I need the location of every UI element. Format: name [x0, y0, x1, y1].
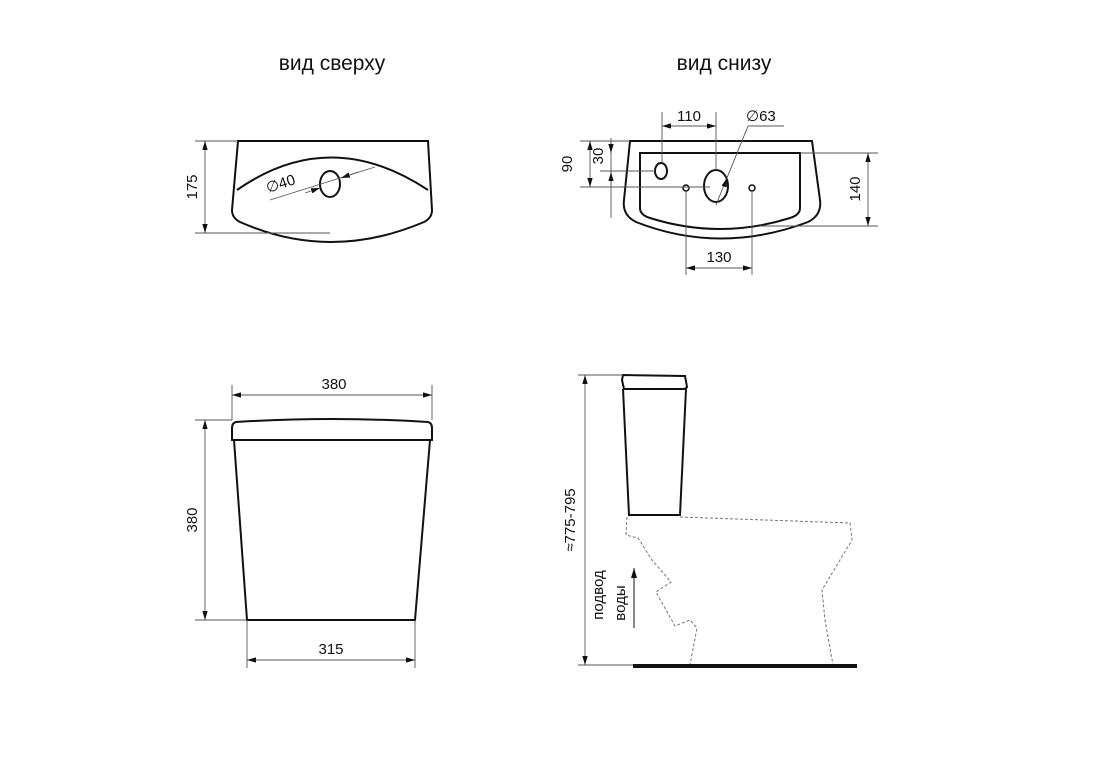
bolt-hole-right [748, 184, 756, 192]
dim-130-label: 130 [706, 249, 731, 266]
bottom-view-inner [639, 152, 801, 230]
dim-110-label: 110 [677, 108, 701, 125]
bottom-view-outline [622, 140, 822, 240]
tank-body [233, 439, 431, 621]
dim-30-label: 30 [590, 148, 607, 165]
title-bottom-view: вид снизу [677, 52, 772, 75]
inlet-hole [654, 162, 668, 180]
dim-top-width-label: 380 [321, 376, 346, 393]
title-top-view: вид сверху [279, 52, 386, 75]
toilet-bowl-outline [625, 516, 853, 666]
bottom-view: 110 ∅63 90 30 140 130 [559, 108, 878, 275]
water-inlet-label-line1: подвод [590, 570, 607, 620]
side-view: ≈775-795 подвод воды [562, 373, 857, 668]
bolt-hole-left [682, 184, 690, 192]
top-view-inner-arc [236, 156, 429, 191]
dim-63-label: ∅63 [746, 108, 776, 125]
dim-140-label: 140 [847, 176, 864, 201]
total-height-label: ≈775-795 [562, 488, 579, 551]
dim-90-label: 90 [559, 156, 576, 173]
dim-bottom-width-label: 315 [318, 641, 343, 658]
side-tank-body [622, 388, 687, 516]
flush-hole [319, 170, 341, 198]
top-view: ∅40 175 [184, 140, 434, 243]
top-view-height-label: 175 [184, 174, 201, 199]
front-view: 380 380 315 [184, 376, 433, 668]
tank-lid [231, 418, 433, 441]
top-view-outline [230, 140, 434, 243]
dim-height-label: 380 [184, 507, 201, 532]
water-inlet-label-line2: воды [612, 585, 629, 620]
side-tank-lid [620, 373, 689, 390]
